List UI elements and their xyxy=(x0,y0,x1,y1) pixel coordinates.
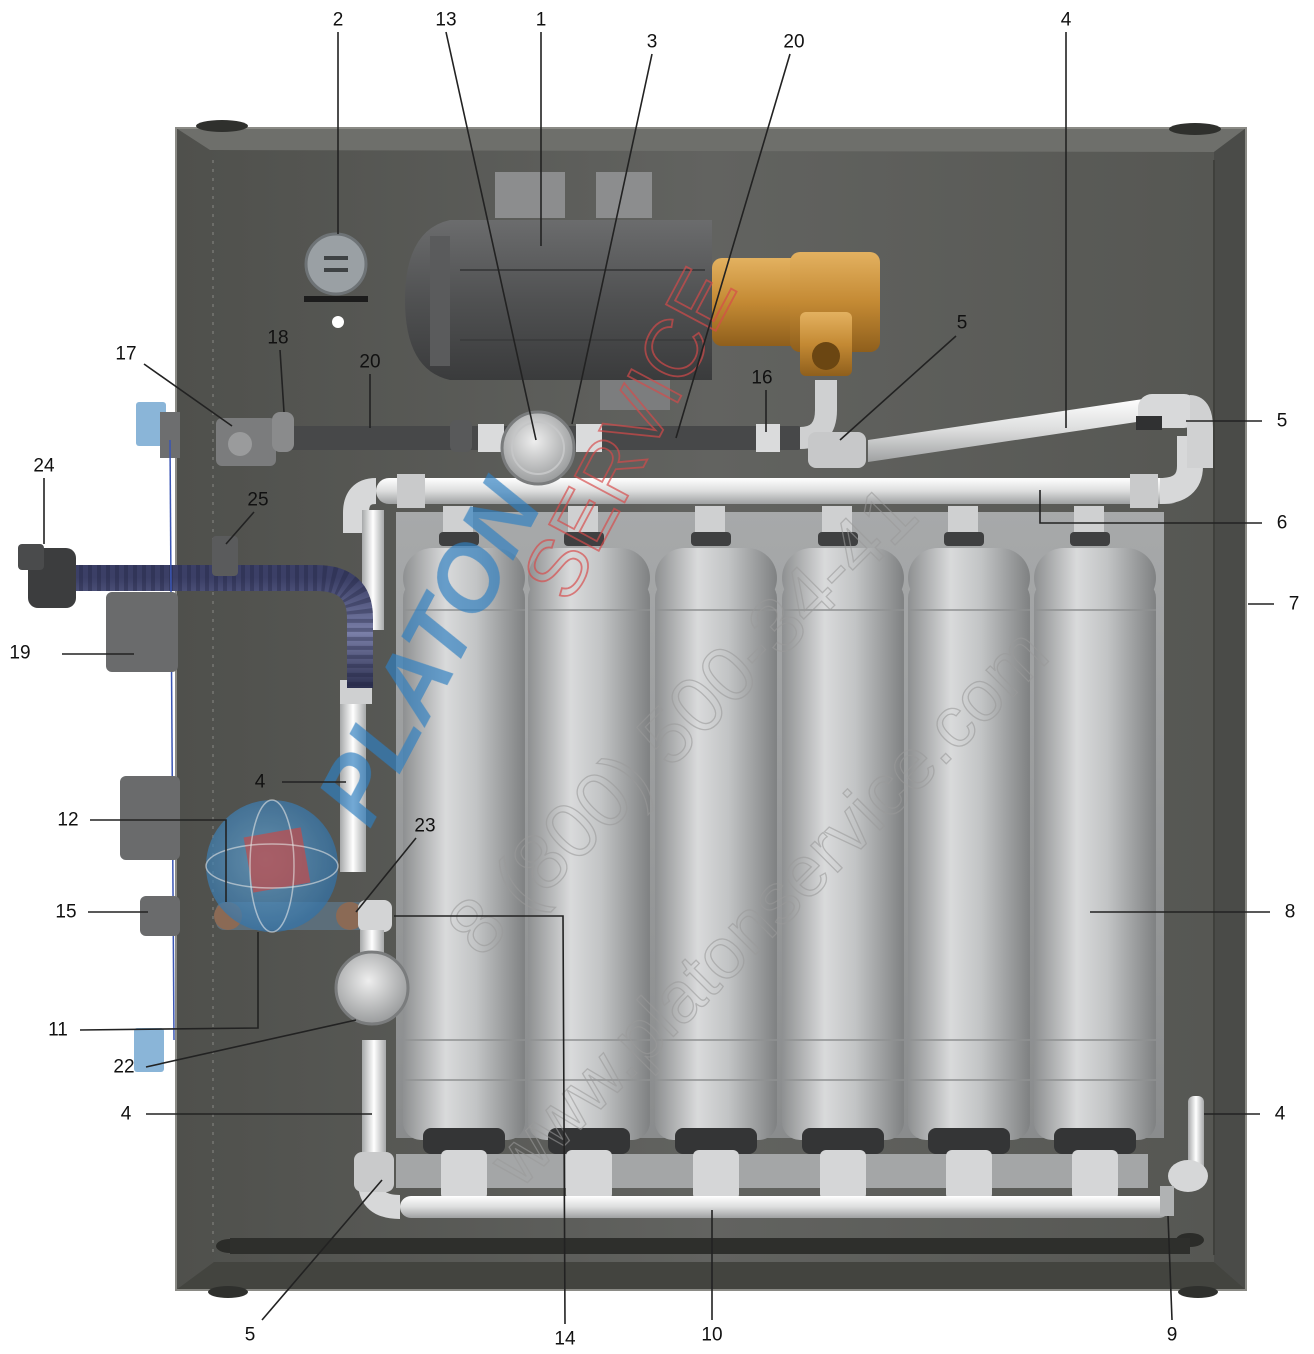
callout-number: 16 xyxy=(751,367,773,389)
callout-number: 17 xyxy=(115,343,137,365)
callout-number: 25 xyxy=(247,489,269,511)
top-supply-pipe xyxy=(272,380,866,486)
callout-number: 6 xyxy=(1276,512,1288,534)
callout-number: 23 xyxy=(414,815,436,837)
callout-number: 4 xyxy=(1060,9,1072,31)
leader-line xyxy=(225,511,255,545)
callout-number: 13 xyxy=(435,9,457,31)
leader-line xyxy=(279,349,285,413)
leader-line xyxy=(261,1179,383,1321)
top-return-pipe xyxy=(868,394,1213,468)
top-manifold xyxy=(343,436,1203,533)
filter-cartridge xyxy=(908,506,1030,1200)
filter-cartridge xyxy=(403,506,525,1200)
callout-number: 10 xyxy=(701,1324,723,1346)
leader-line xyxy=(1167,1215,1173,1321)
callout-number: 18 xyxy=(267,327,289,349)
leader-line xyxy=(143,363,233,427)
leader-line xyxy=(675,53,791,439)
callout-number: 4 xyxy=(1274,1103,1286,1125)
valve-17 xyxy=(216,412,294,466)
filter-cartridge xyxy=(528,506,650,1200)
callout-number: 11 xyxy=(48,1019,68,1041)
leader-line xyxy=(1039,490,1262,524)
leader-line xyxy=(839,335,957,441)
inlet-hose xyxy=(70,565,373,688)
callout-number: 9 xyxy=(1166,1324,1178,1346)
leader-line xyxy=(394,915,566,1325)
callout-number: 4 xyxy=(120,1103,132,1125)
callout-number: 24 xyxy=(33,455,55,477)
leader-line xyxy=(571,53,653,425)
brass-pump xyxy=(712,252,880,376)
callout-number: 2 xyxy=(332,9,344,31)
leader-line xyxy=(79,932,259,1031)
callout-number: 1 xyxy=(535,9,547,31)
callout-number: 20 xyxy=(359,351,381,373)
callout-number: 7 xyxy=(1288,593,1300,615)
callout-number: 8 xyxy=(1284,901,1296,923)
outlet-pipe xyxy=(1160,1096,1208,1216)
callout-number: 5 xyxy=(956,312,968,334)
callout-number: 20 xyxy=(783,31,805,53)
callout-number: 3 xyxy=(646,31,658,53)
leader-line xyxy=(90,819,227,902)
callout-number: 5 xyxy=(244,1324,256,1346)
callout-number: 22 xyxy=(113,1056,135,1078)
callout-number: 15 xyxy=(55,901,77,923)
callout-number: 12 xyxy=(57,809,79,831)
leader-line xyxy=(355,837,417,913)
pressure-switch-2 xyxy=(304,232,368,328)
leader-line xyxy=(145,1019,357,1068)
filter-cartridges xyxy=(403,506,1156,1200)
side-connectors xyxy=(18,402,238,1072)
leader-line xyxy=(445,31,537,441)
callout-number: 5 xyxy=(1276,410,1288,432)
callout-number: 19 xyxy=(9,642,31,664)
left-vertical-pipe xyxy=(340,510,394,1192)
bottom-bracket xyxy=(396,1154,1148,1188)
callout-number: 4 xyxy=(254,771,266,793)
filter-cartridge xyxy=(655,506,777,1200)
filter-cartridge xyxy=(1034,506,1156,1200)
callout-number: 14 xyxy=(554,1328,576,1350)
filter-cartridge xyxy=(782,506,904,1200)
leader-lines xyxy=(43,31,1274,1325)
